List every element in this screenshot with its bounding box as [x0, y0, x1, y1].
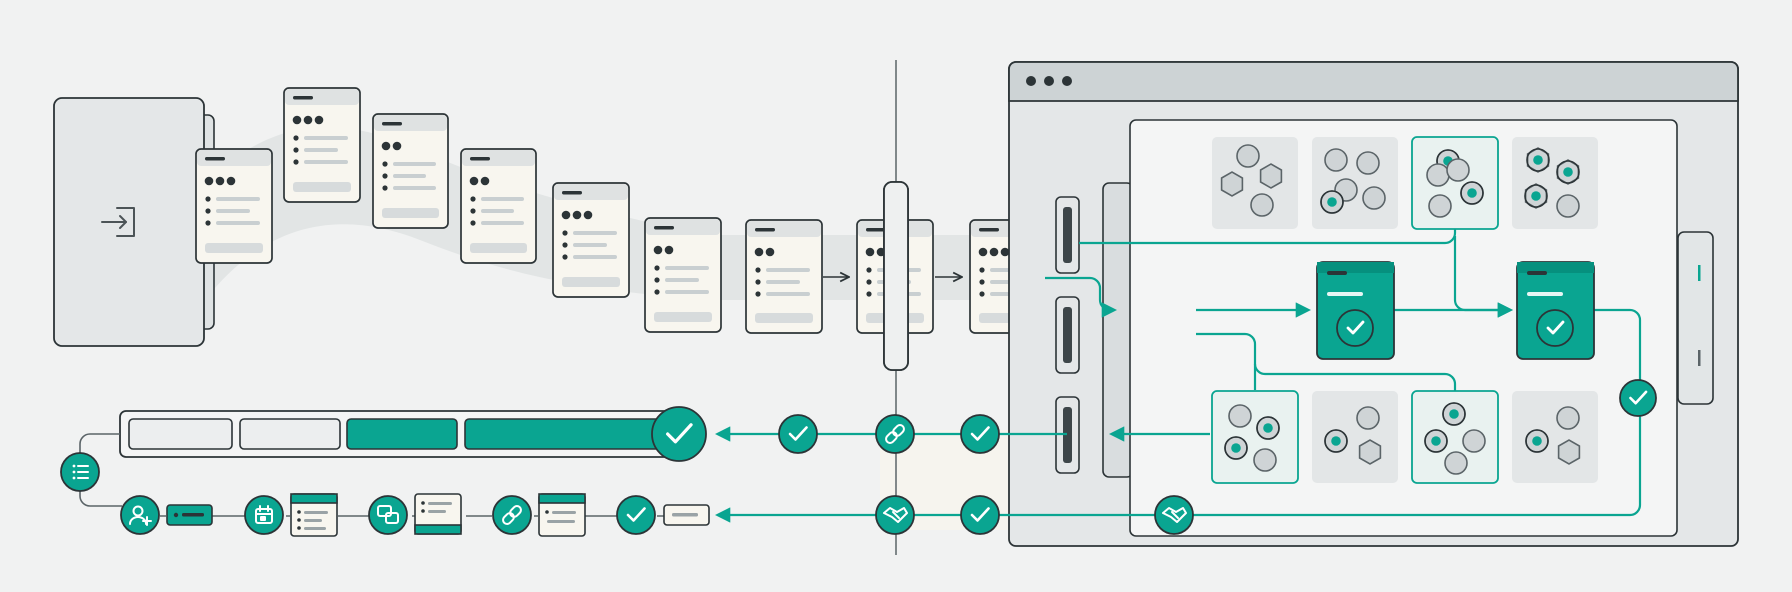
progress-complete-badge[interactable] — [651, 406, 707, 462]
document-card[interactable] — [745, 219, 823, 334]
node-group[interactable] — [1411, 136, 1499, 230]
node-group[interactable] — [1512, 391, 1598, 483]
rail-tile[interactable] — [414, 493, 462, 535]
progress-segments — [128, 418, 666, 450]
calendar-icon — [255, 505, 273, 524]
check-card[interactable] — [1316, 261, 1395, 360]
checkmark-icon — [970, 507, 990, 522]
checkmark-icon — [626, 507, 646, 522]
node-group[interactable] — [1312, 137, 1398, 229]
document-card[interactable] — [372, 113, 449, 229]
progress-segment — [464, 418, 666, 450]
calendar-badge[interactable] — [244, 495, 284, 535]
add-user-badge[interactable] — [120, 495, 160, 535]
status-badges — [60, 379, 1657, 535]
progress-bar — [119, 410, 686, 458]
progress-segment — [346, 418, 458, 450]
slot-bars — [1055, 196, 1080, 474]
chain-link-icon — [502, 505, 522, 525]
node-group[interactable] — [1512, 137, 1598, 229]
handshake-icon — [883, 507, 908, 523]
chat-badge[interactable] — [368, 495, 408, 535]
document-card[interactable] — [283, 87, 361, 203]
document-card[interactable] — [552, 182, 630, 298]
link-badge[interactable] — [492, 495, 532, 535]
list-icon — [72, 464, 89, 480]
add-user-icon — [129, 505, 152, 526]
rail-tiles — [166, 493, 710, 537]
rail-tile[interactable] — [663, 504, 710, 526]
chain-link-icon — [885, 424, 905, 444]
node-group[interactable] — [1411, 390, 1499, 484]
check-badge[interactable] — [960, 414, 1000, 454]
enter-arrow-icon[interactable] — [101, 207, 135, 237]
check-badge[interactable] — [960, 495, 1000, 535]
slot-bar[interactable] — [1055, 196, 1080, 274]
checkmark-icon — [1629, 390, 1648, 405]
window-control-dots-icon[interactable] — [1026, 76, 1072, 86]
progress-segment — [239, 418, 341, 450]
handshake-badge[interactable] — [875, 495, 915, 535]
slot-bar[interactable] — [1055, 296, 1080, 374]
node-groups — [1211, 136, 1598, 484]
checkmark-icon — [970, 426, 990, 441]
rail-tile[interactable] — [290, 493, 338, 537]
document-card[interactable] — [644, 217, 722, 333]
check-card[interactable] — [1516, 261, 1595, 360]
rail-tile[interactable] — [538, 493, 586, 537]
side-tab-right[interactable] — [1677, 231, 1714, 405]
rail-tile[interactable] — [166, 504, 213, 526]
check-badge[interactable] — [616, 495, 656, 535]
slot-bar[interactable] — [1055, 396, 1080, 474]
document-card[interactable] — [460, 148, 537, 264]
checkmark-icon — [666, 423, 693, 444]
chat-bubbles-icon — [377, 505, 399, 524]
link-badge[interactable] — [875, 414, 915, 454]
check-badge[interactable] — [778, 414, 818, 454]
progress-segment — [128, 418, 233, 450]
checkmark-icon — [788, 426, 808, 441]
list-badge[interactable] — [60, 452, 100, 492]
handshake-icon — [1162, 507, 1187, 523]
node-group[interactable] — [1211, 390, 1299, 484]
document-card[interactable] — [195, 148, 273, 264]
node-group[interactable] — [1212, 137, 1298, 229]
gate-pill — [883, 181, 909, 371]
entry-panel — [53, 97, 215, 347]
node-group[interactable] — [1312, 391, 1398, 483]
handshake-badge[interactable] — [1154, 495, 1194, 535]
check-badge[interactable] — [1619, 379, 1657, 417]
